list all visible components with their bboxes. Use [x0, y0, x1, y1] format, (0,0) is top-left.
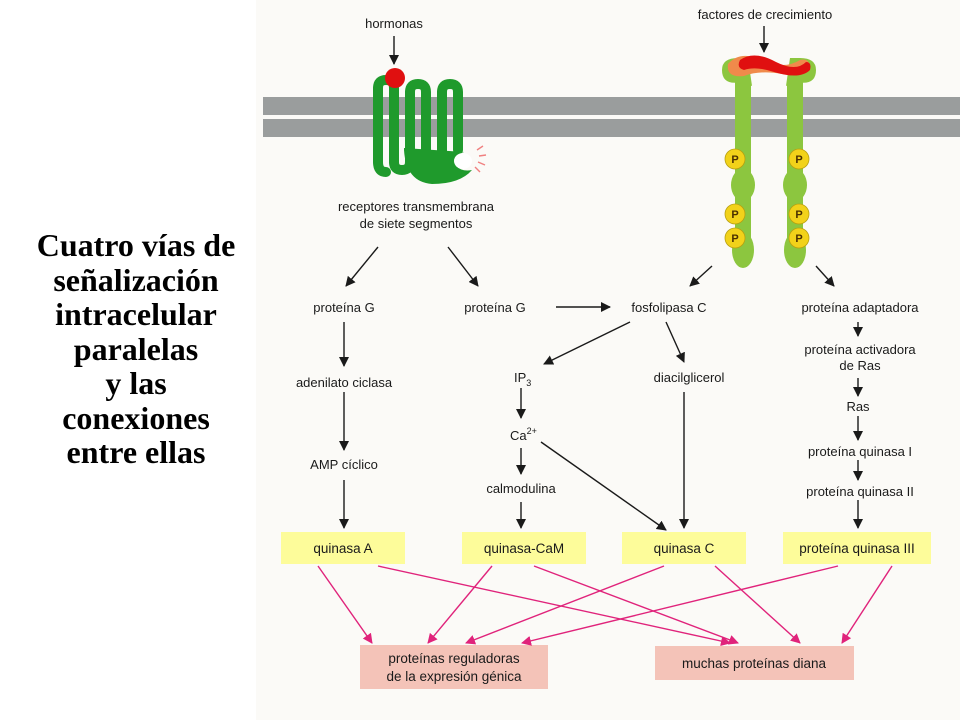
- phosphate-label: P: [795, 233, 802, 245]
- activadora-label-2: de Ras: [839, 358, 881, 373]
- diana-box: [655, 646, 854, 680]
- seven-pass-receptor-icon: [373, 74, 472, 184]
- quinasa-c-label: quinasa C: [654, 541, 715, 556]
- diana-label: muchas proteínas diana: [682, 656, 827, 671]
- phosphate-label: P: [795, 154, 802, 166]
- arrow-iii-to-reguladoras: [521, 565, 839, 646]
- arrow-iii-to-diana: [841, 565, 893, 644]
- title-line: intracelular: [55, 296, 217, 332]
- arrow-rtk-to-adaptadora: [815, 265, 835, 287]
- quinasa-ii-label: proteína quinasa II: [806, 484, 914, 499]
- title-line: conexiones: [62, 399, 210, 436]
- arrow-a-to-reguladoras: [317, 565, 373, 644]
- arrow-cam-to-reguladoras: [427, 565, 493, 644]
- arrow-c-to-diana: [714, 565, 801, 644]
- adaptadora-label: proteína adaptadora: [801, 300, 919, 315]
- ca-label: Ca2+: [510, 426, 537, 443]
- ras-label: Ras: [846, 399, 870, 414]
- phosphate-label: P: [795, 209, 802, 221]
- phosphate-group-icon: P P P P P P: [724, 148, 810, 249]
- title-line: entre ellas: [66, 434, 206, 470]
- reguladoras-label-1: proteínas reguladoras: [388, 651, 520, 666]
- arrow-cam-to-diana: [533, 565, 739, 645]
- quinasa-cam-label: quinasa-CaM: [484, 541, 564, 556]
- reguladoras-box: [360, 645, 548, 689]
- title-line: señalización: [53, 261, 219, 298]
- factores-label: factores de crecimiento: [698, 7, 832, 22]
- fosfolipasa-label: fosfolipasa C: [631, 300, 706, 315]
- receptores-label-1: receptores transmembrana: [338, 199, 495, 214]
- adenilato-label: adenilato ciclasa: [296, 375, 393, 390]
- arrow-ca-to-quinasa-c: [540, 441, 667, 531]
- hormonas-label: hormonas: [365, 16, 423, 31]
- quinasa-i-label: proteína quinasa I: [808, 444, 912, 459]
- arrow-rtk-to-fosfolipasa: [689, 265, 713, 287]
- arrow-to-diacilglicerol: [665, 321, 685, 363]
- proteina-g-1-label: proteína G: [313, 300, 374, 315]
- title-line: Cuatro vías de: [36, 227, 236, 263]
- quinasa-iii-label: proteína quinasa III: [799, 541, 915, 556]
- arrow-to-ip3: [543, 321, 631, 365]
- arrow-to-proteina-g-1: [345, 246, 379, 287]
- diacilglicerol-label: diacilglicerol: [654, 370, 725, 385]
- phosphate-label: P: [731, 209, 738, 221]
- quinasa-a-box: [281, 532, 405, 564]
- calmodulina-label: calmodulina: [486, 481, 556, 496]
- ip3-label: IP3: [514, 370, 531, 388]
- slide-title: Cuatro vías de señalización intracelular…: [20, 228, 252, 470]
- quinasa-cam-box: [462, 532, 586, 564]
- quinasa-c-box: [622, 532, 746, 564]
- arrow-a-to-diana: [377, 565, 731, 646]
- receptores-label-2: de siete segmentos: [360, 216, 473, 231]
- growth-factor-ligand-icon: [727, 55, 811, 77]
- cell-membrane: [263, 97, 960, 137]
- title-line: y las: [105, 365, 167, 401]
- proteina-g-2-label: proteína G: [464, 300, 525, 315]
- phosphate-label: P: [731, 154, 738, 166]
- arrow-c-to-reguladoras: [465, 565, 665, 645]
- phosphate-label: P: [731, 233, 738, 245]
- proteina-quinasa-iii-box: [783, 532, 931, 564]
- arrow-to-proteina-g-2: [447, 246, 479, 287]
- quinasa-a-label: quinasa A: [313, 541, 372, 556]
- hormone-ball-icon: [385, 68, 405, 88]
- reguladoras-label-2: de la expresión génica: [386, 669, 522, 684]
- title-line: paralelas: [73, 330, 199, 367]
- amp-label: AMP cíclico: [310, 457, 378, 472]
- ligand-sparks-icon: [474, 145, 487, 173]
- activadora-label-1: proteína activadora: [804, 342, 916, 357]
